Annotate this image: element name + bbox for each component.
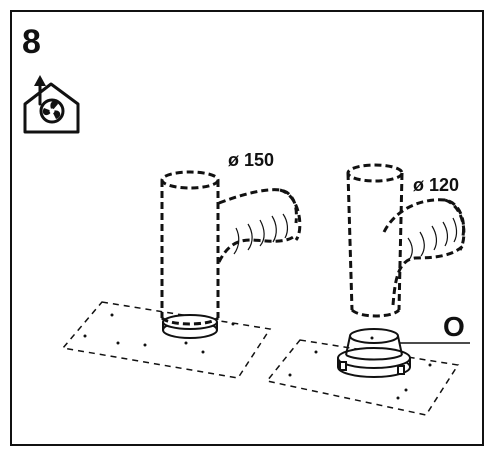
left-collar — [162, 314, 218, 339]
left-vertical-duct — [160, 170, 220, 326]
left-duct-assembly — [61, 170, 302, 379]
left-diameter-label: ø 150 — [228, 150, 274, 170]
right-duct-ribs — [407, 217, 458, 261]
left-plate-holes — [83, 313, 235, 354]
callout-label-o: O — [443, 311, 465, 342]
flexible-duct-elbow-120 — [382, 198, 466, 306]
house-fan-exhaust-icon — [23, 75, 80, 134]
right-plate-holes — [288, 350, 432, 400]
flexible-duct-elbow-150 — [217, 188, 302, 263]
right-duct-assembly — [265, 163, 470, 416]
right-vertical-duct — [346, 163, 404, 318]
right-floor-plate-outline — [265, 339, 460, 416]
left-floor-plate-outline — [61, 301, 272, 379]
reducer-collar — [337, 328, 411, 378]
right-diameter-label: ø 120 — [413, 175, 459, 195]
left-duct-ribs — [233, 213, 289, 255]
step-number: 8 — [22, 23, 41, 61]
